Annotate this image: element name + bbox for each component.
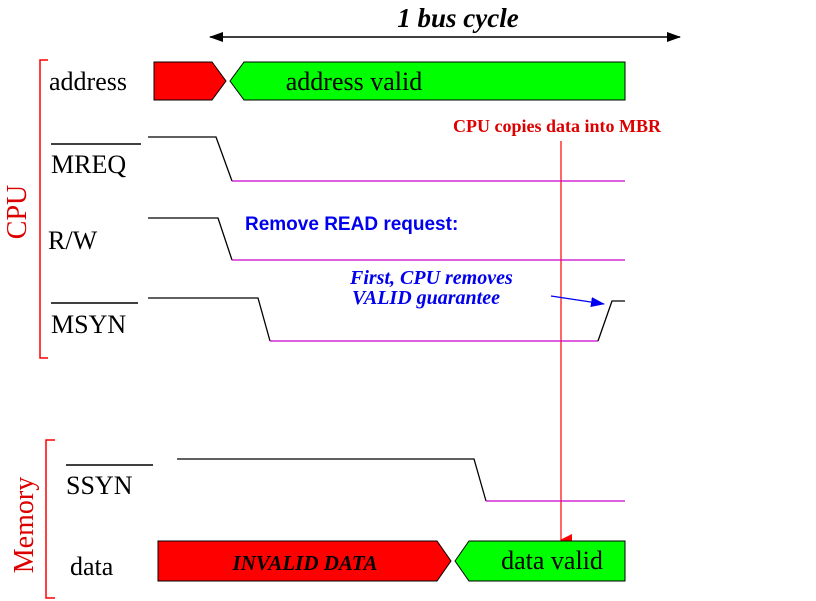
mreq-waveform-high — [148, 136, 233, 182]
ssyn-waveform-high — [177, 458, 487, 502]
address-valid-segment — [229, 61, 626, 101]
data-valid-label: data valid — [501, 546, 603, 575]
first-removes-annotation-line1: First, CPU removes — [349, 267, 513, 289]
data-valid-segment — [454, 540, 626, 582]
msyn-waveform-rise — [597, 300, 625, 342]
data-invalid-segment — [157, 540, 452, 582]
cpu-group-label: CPU — [2, 185, 33, 239]
signal-label-msyn: MSYN — [51, 310, 126, 339]
address-invalid-segment — [153, 61, 227, 101]
first-removes-annotation-line2: VALID guarantee — [352, 287, 500, 309]
cpu-bracket — [39, 59, 48, 359]
remove-read-annotation: Remove READ request: — [245, 214, 458, 235]
signal-label-address: address — [49, 67, 127, 96]
bus-cycle-title: 1 bus cycle — [397, 3, 518, 33]
signal-label-mreq: MREQ — [51, 150, 126, 179]
signal-label-data: data — [70, 552, 114, 581]
memory-bracket — [45, 439, 55, 599]
signal-label-rw: R/W — [48, 226, 98, 255]
invalid-data-label: INVALID DATA — [232, 551, 378, 575]
msyn-waveform-high — [148, 297, 271, 342]
first-removes-arrow — [550, 295, 605, 308]
signal-label-ssyn: SSYN — [66, 471, 133, 500]
cpu-copies-annotation: CPU copies data into MBR — [453, 116, 662, 136]
address-valid-label: address valid — [286, 67, 422, 96]
memory-group-label: Memory — [9, 477, 40, 573]
rw-waveform-high — [148, 217, 233, 261]
